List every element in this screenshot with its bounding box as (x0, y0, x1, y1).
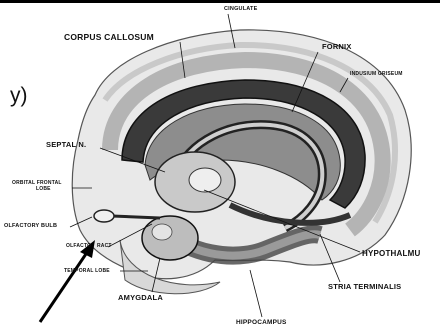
label-stria-terminalis: STRIA TERMINALIS (328, 282, 401, 291)
slide-text-fragment: y) (10, 84, 28, 108)
label-hypothalamus: HYPOTHALMU (362, 249, 420, 258)
label-olfactory-bulb: OLFACTORY BULB (4, 223, 57, 229)
label-indusium-griseum: INDUSIUM GRISEUM (350, 71, 403, 77)
pointer-arrow (40, 240, 95, 322)
label-corpus-callosum: CORPUS CALLOSUM (64, 32, 154, 42)
olfactory-bulb (94, 210, 114, 222)
label-hippocampus: HIPPOCAMPUS (236, 319, 287, 326)
label-cingulate: CINGULATE (224, 6, 257, 12)
label-temporal-lobe: TEMPORAL LOBE (64, 268, 110, 274)
label-fornix: FORNIX (322, 42, 352, 51)
label-olfactory-tract-part1: OLFACTO (66, 243, 91, 249)
label-septal-n: SEPTAL N. (46, 140, 86, 149)
leader-hippocampus (250, 270, 262, 317)
amygdala (142, 216, 198, 260)
label-olfactory-tract-part2: RACT (97, 243, 112, 249)
olfactory-tract (112, 216, 160, 218)
label-amygdala: AMYGDALA (118, 293, 163, 302)
label-orbital-frontal-line2: LOBE (36, 186, 51, 192)
